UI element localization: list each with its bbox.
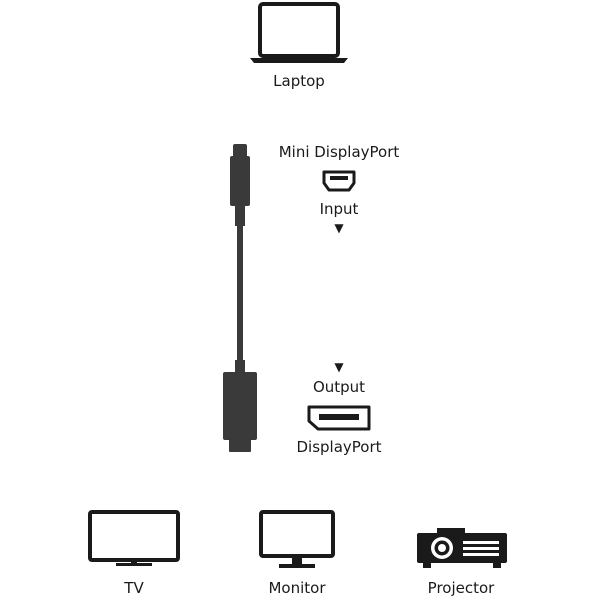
laptop-icon [250, 2, 348, 63]
input-connector-label: Mini DisplayPort [278, 143, 400, 161]
projector-icon [417, 528, 507, 568]
displayport-port-icon [307, 405, 371, 431]
output-connector-label: DisplayPort [296, 438, 382, 456]
output-arrow-icon: ▼ [334, 360, 344, 374]
mini-displayport-to-displayport-cable-icon [223, 144, 257, 452]
input-arrow-icon: ▼ [334, 221, 344, 235]
mini-displayport-port-icon [322, 170, 356, 192]
laptop-label: Laptop [273, 72, 325, 90]
monitor-icon [259, 510, 335, 568]
tv-device [88, 510, 180, 568]
laptop-device [248, 2, 350, 64]
tv-label: TV [124, 579, 144, 597]
monitor-device [259, 510, 335, 570]
projector-device [415, 528, 509, 570]
monitor-label: Monitor [268, 579, 326, 597]
projector-label: Projector [427, 579, 495, 597]
tv-icon [88, 510, 180, 566]
input-direction-label: Input [319, 200, 359, 218]
output-direction-label: Output [312, 378, 366, 396]
